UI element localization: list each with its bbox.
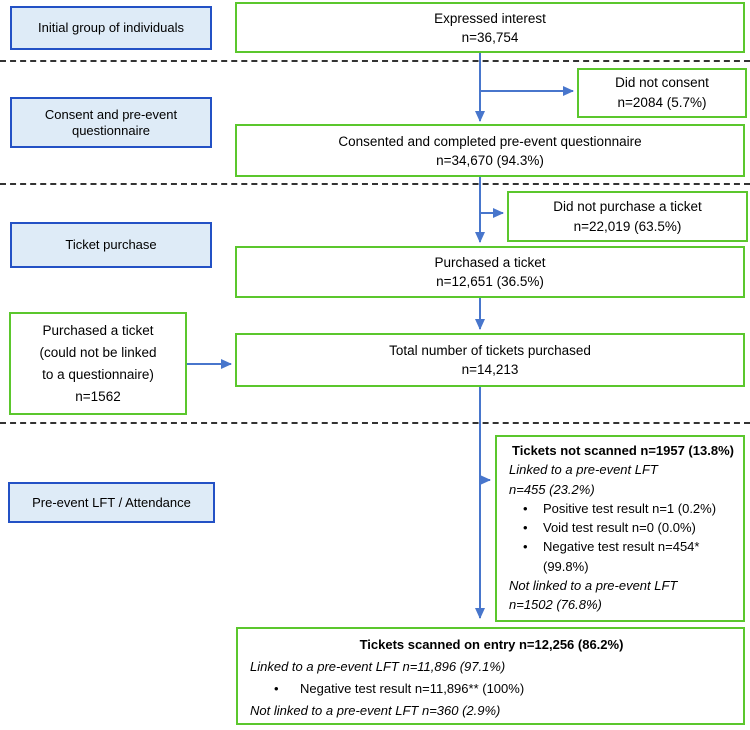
node-title: Tickets scanned on entry n=12,256 (86.2%… [359,637,624,652]
list-item: • Positive test result n=1 (0.2%) [509,499,737,518]
test-result: Negative test result n=11,896** (100%) [300,681,525,696]
node-count: n=22,019 (63.5%) [573,218,682,234]
stage-ticket-purchase: Ticket purchase [10,222,212,268]
node-label: Did not purchase a ticket [553,198,702,214]
test-result: Negative test result n=454* (99.8%) [543,539,700,574]
not-linked-lft-label: Not linked to a pre-event LFT n=360 (2.9… [250,703,501,718]
list-item: • Negative test result n=11,896** (100%) [250,678,733,700]
test-result: Positive test result n=1 (0.2%) [543,500,717,516]
node-label: Consented and completed pre-event questi… [338,133,642,149]
node-tickets-scanned: Tickets scanned on entry n=12,256 (86.2%… [236,627,745,725]
node-label-line: to a questionnaire) [42,366,154,382]
bullet-icon: • [274,681,279,696]
node-count: n=2084 (5.7%) [617,95,707,110]
node-total-tickets: Total number of tickets purchased n=14,2… [235,333,745,387]
node-purchased-ticket: Purchased a ticket n=12,651 (36.5%) [235,246,745,298]
node-count: n=14,213 [461,362,519,377]
test-result: Void test result n=0 (0.0%) [543,520,696,536]
node-count: n=36,754 [461,29,519,45]
linked-lft-label: Linked to a pre-event LFT [509,462,658,478]
stage-label: Initial group of individuals [38,20,184,35]
not-linked-lft-count: n=1502 (76.8%) [509,597,602,613]
node-expressed-interest: Expressed interest n=36,754 [235,2,745,53]
node-count: n=34,670 (94.3%) [436,152,544,168]
section-divider [0,60,750,62]
not-linked-lft-label: Not linked to a pre-event LFT [509,578,678,594]
node-label: Total number of tickets purchased [389,343,591,358]
stage-label: Pre-event LFT / Attendance [32,494,191,510]
linked-lft-count: n=455 (23.2%) [509,481,595,497]
linked-lft-label: Linked to a pre-event LFT n=11,896 (97.1… [250,659,506,674]
node-label: Purchased a ticket [434,255,546,270]
bullet-icon: • [523,520,528,536]
section-divider [0,422,750,424]
node-title: Tickets not scanned n=1957 (13.8%) [512,443,734,458]
list-item: • Void test result n=0 (0.0%) [509,518,737,537]
node-did-not-consent: Did not consent n=2084 (5.7%) [577,68,747,118]
stage-pre-event-lft-attendance: Pre-event LFT / Attendance [8,482,215,523]
section-divider [0,183,750,185]
node-label-line: (could not be linked [39,344,157,360]
node-count: n=12,651 (36.5%) [436,274,544,289]
list-item: • Negative test result n=454* (99.8%) [509,537,737,576]
node-tickets-not-scanned: Tickets not scanned n=1957 (13.8%) Linke… [495,435,745,622]
stage-label: Ticket purchase [65,237,157,252]
bullet-icon: • [523,539,528,555]
node-label: Did not consent [615,75,709,90]
node-consented-questionnaire: Consented and completed pre-event questi… [235,124,745,177]
node-label: Expressed interest [434,10,546,26]
node-unlinked-ticket: Purchased a ticket (could not be linked … [9,312,187,415]
node-count: n=1562 [75,388,121,404]
bullet-icon: • [523,500,528,516]
node-label-line: Purchased a ticket [42,322,154,338]
node-did-not-purchase: Did not purchase a ticket n=22,019 (63.5… [507,191,748,242]
stage-label: Consent and pre-event questionnaire [44,106,178,138]
stage-initial-group: Initial group of individuals [10,6,212,50]
stage-consent-questionnaire: Consent and pre-event questionnaire [10,97,212,148]
